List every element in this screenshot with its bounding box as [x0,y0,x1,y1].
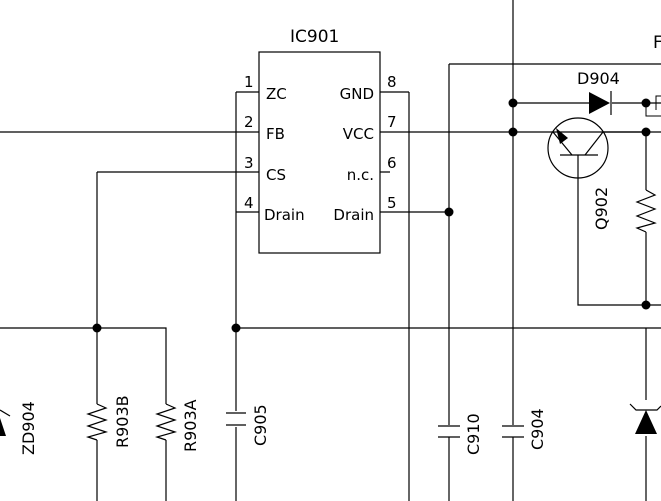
pin1-number: 1 [244,73,254,91]
r903b-resistor: R903B [85,395,132,448]
wire-left-bus [0,327,167,404]
right-zener-triangle [635,410,657,434]
right-zener [629,403,661,434]
pin2-name: FB [266,125,285,143]
wire-q902-emitter [577,178,661,306]
junction-dot [444,207,454,217]
junction-dot [508,98,518,108]
pin3-number: 3 [244,154,254,172]
junctions [92,98,651,333]
pin8-number: 8 [387,73,397,91]
r903b-zigzag [85,403,109,441]
ic901-ref: IC901 [290,27,339,47]
r903a-label: R903A [181,399,200,452]
zd904-triangle [0,418,6,436]
pin7-number: 7 [387,113,397,131]
ic901: IC901 ZC FB CS Drain Drain n.c. VCC GND … [0,27,661,254]
pin-stubs [0,91,661,213]
pin6-number: 6 [387,154,397,172]
right-zener-bar [629,403,661,411]
wire-d904-box [655,95,661,110]
wire-drain-net [448,63,661,501]
pin1-name: ZC [266,85,287,103]
junction-dot [641,98,651,108]
edge-label: F [653,33,661,53]
pin8-name: GND [340,85,374,103]
pin4-name: Drain [264,206,305,224]
junction-dot [508,127,518,137]
c904-capacitor: C904 [502,408,547,450]
zd904-zener: ZD904 [0,401,38,455]
q902-collector [552,131,573,156]
r903b-label: R903B [113,395,132,448]
pin2-number: 2 [244,113,254,131]
c910-label: C910 [464,413,483,455]
junction-dot [641,300,651,310]
r903a-zigzag [154,403,178,441]
pin5-number: 5 [387,194,397,212]
r903a-resistor: R903A [154,399,200,452]
d904-triangle [589,92,610,114]
q902-emitter-line [584,131,604,156]
d904-diode: D904 [577,69,620,115]
c904-label: C904 [528,408,547,450]
pin4-number: 4 [244,194,254,212]
q902-arrow [556,128,568,144]
ic901-body [258,51,381,254]
q902-label: Q902 [592,187,611,230]
zd904-bar [0,409,11,417]
zd904-label: ZD904 [19,401,38,455]
pin5-name: Drain [333,206,374,224]
right-resistor-zigzag [635,189,657,233]
pin3-name: CS [266,166,286,184]
c910-capacitor: C910 [438,413,483,455]
c905-label: C905 [251,404,270,446]
junction-dot [92,323,102,333]
d904-label: D904 [577,69,620,88]
pin6-name: n.c. [347,166,374,184]
pin7-name: VCC [343,125,374,143]
q902-transistor: Q902 [547,117,646,230]
c905-capacitor: C905 [226,404,270,446]
junction-dot [231,323,241,333]
